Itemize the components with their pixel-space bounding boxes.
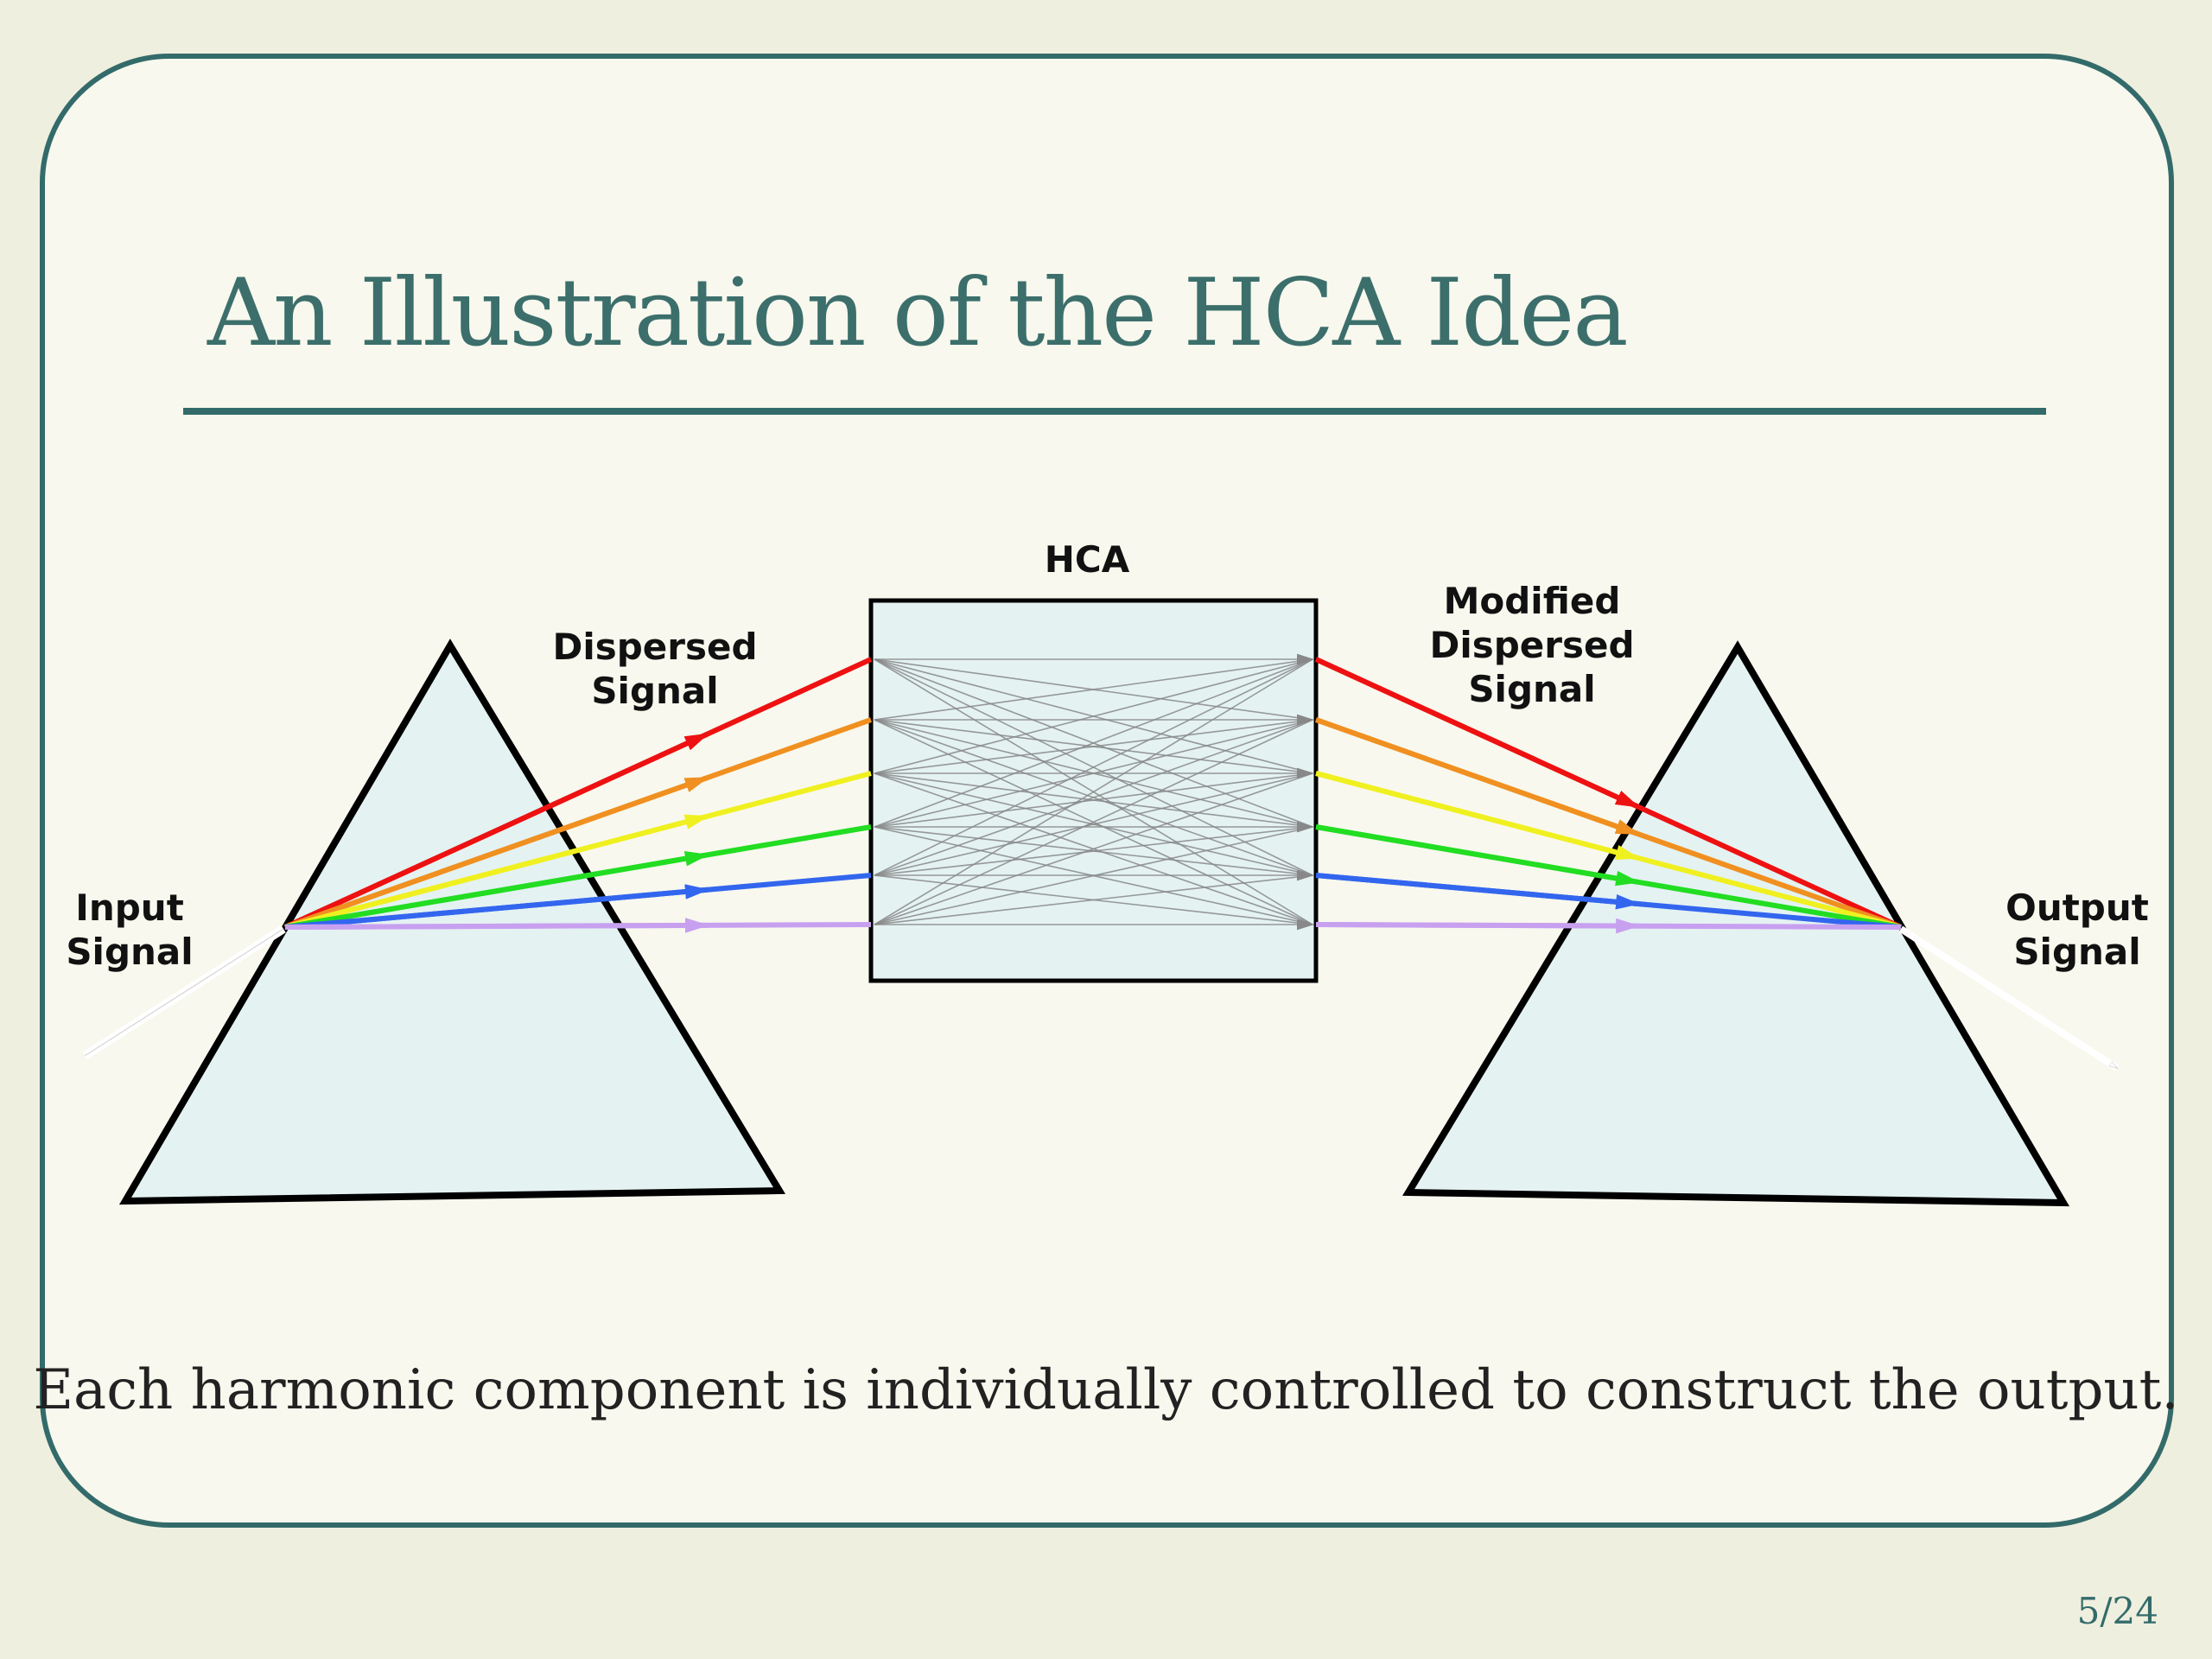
output-beam <box>1898 925 2120 1071</box>
slide-title: An Illustration of the HCA Idea <box>207 259 1629 367</box>
mesh-line <box>874 719 1313 774</box>
modified-beam-arrow <box>1315 918 1641 934</box>
mesh-line <box>874 826 1313 925</box>
slide-caption: Each harmonic component is individually … <box>33 1358 2179 1422</box>
dispersed-beams <box>283 657 873 933</box>
modified-beam-arrow <box>1314 717 1640 836</box>
modified-dispersed-beams <box>1314 657 1903 934</box>
mesh-line <box>874 772 1313 828</box>
mesh-line <box>874 719 1313 828</box>
modified-dispersed-signal-label-line1: Modified <box>1444 580 1621 622</box>
mesh-line <box>874 658 1313 774</box>
dispersed-signal-label-line2: Signal <box>591 670 718 712</box>
mesh-line <box>874 826 1313 876</box>
dispersed-beam-arrow <box>283 775 709 930</box>
dispersed-beam-arrow <box>283 732 709 930</box>
modified-dispersed-signal-label-line3: Signal <box>1468 668 1595 710</box>
modified-beam-arrow <box>1315 873 1641 910</box>
mesh-line <box>874 719 1313 925</box>
mesh-line <box>874 874 1313 925</box>
dispersed-beam-arrow <box>284 884 709 930</box>
hca-mesh <box>874 653 1314 931</box>
modified-beam-arrow <box>1315 824 1641 887</box>
modified-beam-arrow <box>1314 657 1640 810</box>
input-signal-label-line2: Signal <box>66 931 193 973</box>
mesh-line <box>874 658 1313 721</box>
hca-box <box>868 598 1319 983</box>
mesh-line <box>874 658 1313 925</box>
dispersed-signal-label-line1: Dispersed <box>552 626 757 668</box>
modified-dispersed-signal-label-line2: Dispersed <box>1429 624 1634 666</box>
output-signal-label-line2: Signal <box>2013 931 2140 973</box>
input-beam-edge <box>84 928 284 1057</box>
page-number: 5/24 <box>2076 1590 2158 1632</box>
dispersed-beam-arrow <box>284 813 709 930</box>
dispersed-beam-arrow <box>284 918 709 933</box>
output-signal-label-line1: Output <box>2005 887 2149 929</box>
mesh-line <box>874 658 1313 828</box>
modified-beam-arrow <box>1315 771 1641 861</box>
mesh-line <box>874 772 1313 925</box>
dispersed-beam-arrow <box>284 851 709 930</box>
mesh-line <box>874 772 1313 876</box>
hca-label: HCA <box>1045 538 1130 581</box>
input-signal-label-line1: Input <box>75 887 184 929</box>
mesh-line <box>874 658 1313 876</box>
mesh-line <box>874 719 1313 876</box>
title-rule <box>183 408 2046 415</box>
